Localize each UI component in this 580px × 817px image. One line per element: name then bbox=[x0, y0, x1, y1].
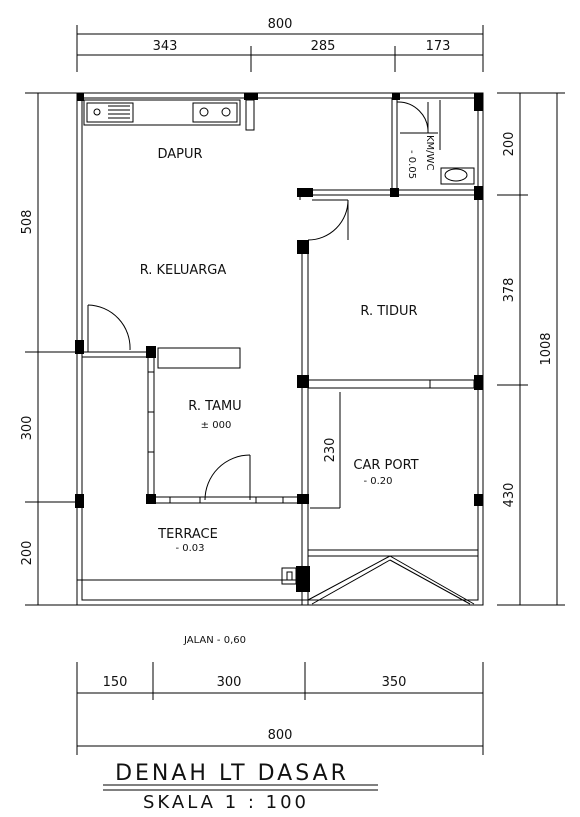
dim-bottom-b: 300 bbox=[217, 675, 242, 690]
room-terrace-level: - 0.03 bbox=[175, 543, 204, 554]
wall-columns bbox=[75, 93, 483, 592]
dim-right-total: 1008 bbox=[539, 332, 554, 365]
room-tamu: R. TAMU bbox=[188, 399, 241, 414]
kitchen-counter bbox=[83, 99, 255, 131]
room-dapur: DAPUR bbox=[157, 147, 202, 162]
room-tidur: R. TIDUR bbox=[360, 304, 417, 319]
outer-walls bbox=[76, 92, 484, 606]
dim-bottom-c: 350 bbox=[382, 675, 407, 690]
jalan-label: JALAN - 0,60 bbox=[183, 635, 246, 646]
dim-top-c: 173 bbox=[426, 39, 451, 54]
dim-bottom-total: 800 bbox=[268, 728, 293, 743]
dim-right-c: 430 bbox=[502, 483, 517, 508]
dim-left-mid: 300 bbox=[20, 416, 35, 441]
top-dimensions bbox=[76, 25, 484, 72]
dim-left-lower: 200 bbox=[20, 541, 35, 566]
dim-right-a: 200 bbox=[502, 132, 517, 157]
room-kmwc-level: - 0.05 bbox=[406, 150, 417, 179]
dim-bottom-a: 150 bbox=[103, 675, 128, 690]
dim-top-b: 285 bbox=[311, 39, 336, 54]
dim-left-upper: 508 bbox=[20, 210, 35, 235]
room-carport: CAR PORT bbox=[353, 458, 418, 473]
dim-right-b: 378 bbox=[502, 278, 517, 303]
interior-walls bbox=[82, 195, 478, 605]
room-terrace: TERRACE bbox=[157, 527, 218, 542]
drawing-title: DENAH LT DASAR bbox=[115, 761, 349, 786]
dim-carport-inner: 230 bbox=[323, 438, 338, 463]
bottom-dimensions bbox=[76, 662, 484, 755]
dim-top-a: 343 bbox=[153, 39, 178, 54]
right-dimensions bbox=[497, 92, 565, 606]
room-kmwc-label: KM/WC bbox=[424, 135, 435, 170]
drawing-scale: SKALA 1 : 100 bbox=[143, 792, 309, 813]
room-keluarga: R. KELUARGA bbox=[140, 263, 227, 278]
left-dimensions bbox=[25, 92, 77, 606]
room-carport-level: - 0.20 bbox=[363, 476, 392, 487]
room-tamu-level: ± 000 bbox=[201, 420, 232, 431]
bathroom-walls bbox=[297, 98, 478, 196]
dim-top-total: 800 bbox=[268, 17, 293, 32]
